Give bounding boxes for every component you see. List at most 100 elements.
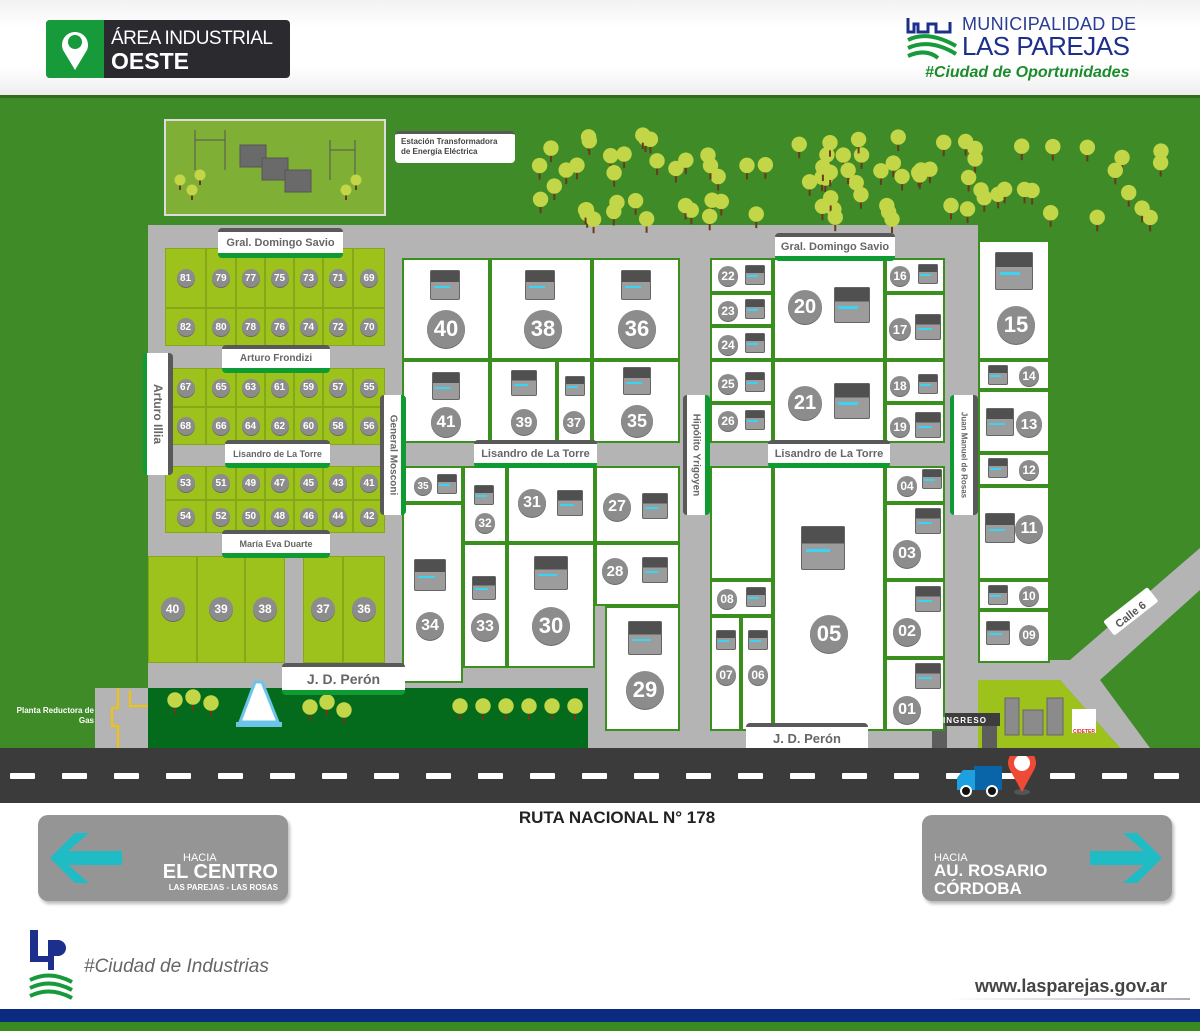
lot-parcel[interactable]: 52 (206, 500, 236, 533)
lot-parcel[interactable]: 36 (343, 556, 385, 663)
lot-parcel[interactable]: 09 (978, 610, 1050, 663)
lot-parcel[interactable]: 47 (265, 466, 294, 500)
lot-parcel[interactable]: 39 (490, 360, 557, 443)
lot-parcel[interactable]: 72 (323, 308, 353, 346)
lot-parcel[interactable]: 42 (353, 500, 385, 533)
lot-parcel[interactable]: 08 (710, 580, 773, 616)
lot-parcel[interactable]: 71 (323, 248, 353, 308)
lot-number: 38 (524, 310, 562, 348)
lot-parcel[interactable]: 34 (402, 503, 463, 683)
lot-parcel[interactable]: 60 (294, 407, 323, 445)
lot-parcel[interactable]: 49 (236, 466, 265, 500)
lot-parcel[interactable]: 48 (265, 500, 294, 533)
lot-number: 76 (270, 318, 289, 336)
lot-parcel[interactable]: 17 (885, 293, 945, 360)
lot-parcel[interactable]: 03 (885, 503, 945, 580)
lot-parcel[interactable]: 37 (557, 360, 592, 443)
factory-building-icon (414, 559, 446, 591)
lot-parcel[interactable]: 38 (490, 258, 592, 360)
tree-icon (835, 147, 852, 170)
website-link[interactable]: www.lasparejas.gov.ar (975, 976, 1168, 996)
lot-parcel[interactable]: 02 (885, 580, 945, 658)
tree-icon (569, 157, 585, 180)
lot-parcel[interactable]: 20 (773, 258, 885, 360)
lot-parcel[interactable]: 38 (245, 556, 285, 663)
lot-parcel[interactable]: 69 (353, 248, 385, 308)
lot-parcel[interactable]: 11 (978, 486, 1050, 580)
lot-parcel[interactable]: 45 (294, 466, 323, 500)
lot-parcel[interactable]: 18 (885, 360, 945, 403)
lot-parcel[interactable]: 77 (236, 248, 265, 308)
lot-number: 06 (748, 665, 768, 685)
lot-parcel[interactable]: 25 (710, 360, 773, 403)
lot-parcel[interactable]: 14 (978, 360, 1050, 390)
lot-parcel[interactable]: 46 (294, 500, 323, 533)
lot-parcel[interactable]: 57 (323, 368, 353, 407)
lot-parcel[interactable]: 21 (773, 360, 885, 443)
lot-parcel[interactable]: 65 (206, 368, 236, 407)
lot-parcel[interactable]: 74 (294, 308, 323, 346)
lot-parcel-unnumbered[interactable] (710, 466, 773, 580)
lot-parcel[interactable]: 36 (592, 258, 680, 360)
lot-parcel[interactable]: 07 (710, 616, 741, 731)
lot-parcel[interactable]: 30 (507, 543, 595, 668)
lot-parcel[interactable]: 58 (323, 407, 353, 445)
lot-parcel[interactable]: 32 (463, 466, 507, 543)
lot-parcel[interactable]: 23 (710, 293, 773, 326)
lot-parcel[interactable]: 12 (978, 453, 1050, 486)
lot-parcel[interactable]: 78 (236, 308, 265, 346)
lot-parcel[interactable]: 24 (710, 326, 773, 360)
lot-parcel[interactable]: 61 (265, 368, 294, 407)
tree-icon (1152, 154, 1169, 177)
lot-parcel[interactable]: 70 (353, 308, 385, 346)
lot-parcel[interactable]: 13 (978, 390, 1050, 453)
lot-parcel[interactable]: 79 (206, 248, 236, 308)
lot-parcel[interactable]: 81 (165, 248, 206, 308)
lot-parcel[interactable]: 35 (592, 360, 680, 443)
lot-parcel[interactable]: 54 (165, 500, 206, 533)
lot-parcel[interactable]: 41 (402, 360, 490, 443)
lot-parcel[interactable]: 26 (710, 403, 773, 443)
lot-parcel[interactable]: 29 (605, 606, 680, 731)
lot-parcel[interactable]: 50 (236, 500, 265, 533)
lot-parcel[interactable]: 10 (978, 580, 1050, 610)
lot-parcel[interactable]: 41 (353, 466, 385, 500)
street-sign-rosas-label: Juan Manuel de Rosas (959, 411, 968, 499)
lot-parcel[interactable]: 82 (165, 308, 206, 346)
lot-parcel[interactable]: 51 (206, 466, 236, 500)
lot-parcel[interactable]: 19 (885, 403, 945, 443)
lot-parcel[interactable]: 76 (265, 308, 294, 346)
lot-parcel[interactable]: 56 (353, 407, 385, 445)
lot-parcel[interactable]: 28 (595, 543, 680, 606)
lot-parcel[interactable]: 55 (353, 368, 385, 407)
lot-parcel[interactable]: 33 (463, 543, 507, 668)
lot-parcel[interactable]: 22 (710, 258, 773, 293)
tree-icon (757, 157, 774, 179)
delivery-truck-and-pin (957, 756, 1036, 797)
direction-sign-el-centro: HACIA EL CENTRO LAS PAREJAS - LAS ROSAS (38, 815, 288, 901)
lot-parcel[interactable]: 16 (885, 258, 945, 293)
lot-parcel[interactable]: 15 (978, 240, 1050, 360)
lot-parcel[interactable]: 35 (402, 466, 463, 503)
lot-number: 04 (897, 476, 917, 496)
lot-parcel[interactable]: 43 (323, 466, 353, 500)
lot-parcel[interactable]: 40 (148, 556, 197, 663)
tree-icon (203, 695, 219, 717)
cideter-label: CIDETER (1073, 729, 1095, 735)
lot-parcel[interactable]: 63 (236, 368, 265, 407)
lot-parcel[interactable]: 01 (885, 658, 945, 731)
lot-parcel[interactable]: 66 (206, 407, 236, 445)
lot-parcel[interactable]: 80 (206, 308, 236, 346)
lot-parcel[interactable]: 05 (773, 466, 885, 731)
lot-parcel[interactable]: 40 (402, 258, 490, 360)
lot-parcel[interactable]: 31 (507, 466, 595, 543)
area-title-badge: ÁREA INDUSTRIAL OESTE (46, 20, 290, 78)
lot-parcel[interactable]: 37 (303, 556, 343, 663)
lot-parcel[interactable]: 59 (294, 368, 323, 407)
lot-parcel[interactable]: 44 (323, 500, 353, 533)
lot-parcel[interactable]: 06 (741, 616, 773, 731)
lot-parcel[interactable]: 04 (885, 466, 945, 503)
lot-parcel[interactable]: 73 (294, 248, 323, 308)
lot-parcel[interactable]: 27 (595, 466, 680, 543)
lot-parcel[interactable]: 39 (197, 556, 245, 663)
